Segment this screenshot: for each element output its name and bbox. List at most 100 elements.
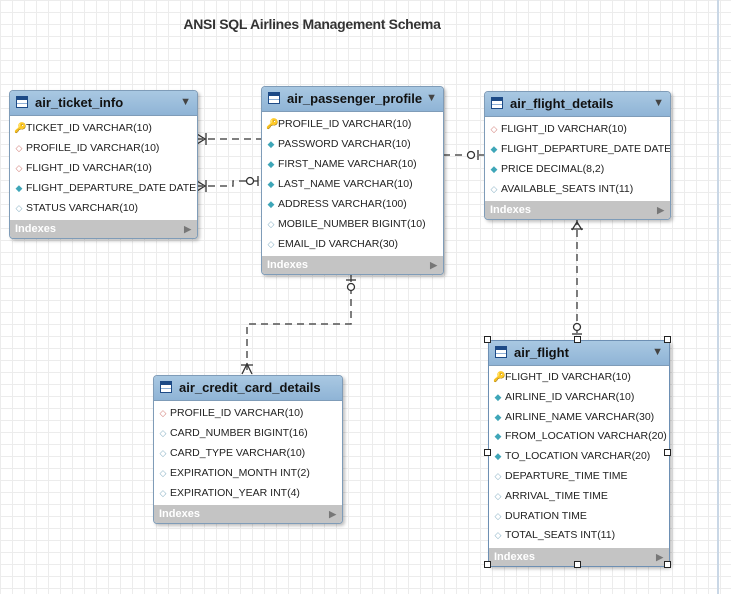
- rel-ticket-flightdetails-line: [196, 180, 261, 187]
- key-icon: 🔑: [14, 123, 27, 134]
- collapse-arrow-icon[interactable]: ▼: [426, 92, 437, 104]
- resize-handle-ne[interactable]: [664, 336, 671, 343]
- column-row[interactable]: ◇TOTAL_SEATS INT(11): [489, 526, 669, 546]
- column-row[interactable]: ◇CARD_TYPE VARCHAR(10): [154, 443, 342, 463]
- column-row[interactable]: ◇PROFILE_ID VARCHAR(10): [10, 138, 197, 158]
- column-row[interactable]: ◇FLIGHT_ID VARCHAR(10): [485, 119, 670, 139]
- resize-handle-e[interactable]: [664, 449, 671, 456]
- nullable-icon: ◇: [159, 488, 167, 498]
- expand-triangle-icon[interactable]: ▶: [329, 509, 336, 519]
- table-icon: [160, 381, 172, 393]
- column-row[interactable]: ◆LAST_NAME VARCHAR(10): [262, 174, 443, 194]
- entity-header[interactable]: air_credit_card_details: [154, 376, 342, 401]
- expand-triangle-icon[interactable]: ▶: [430, 260, 437, 270]
- nullable-icon: ◇: [490, 184, 498, 194]
- expand-triangle-icon[interactable]: ▶: [656, 552, 663, 563]
- column-row[interactable]: ◇DURATION TIME: [489, 507, 669, 527]
- resize-handle-nw[interactable]: [484, 336, 491, 343]
- indexes-section[interactable]: Indexes▶: [485, 201, 670, 219]
- not-null-icon: ◆: [267, 199, 275, 209]
- collapse-arrow-icon[interactable]: ▼: [180, 96, 191, 108]
- not-null-icon: ◆: [267, 179, 275, 189]
- entity-air-flight-details[interactable]: air_flight_details ▼ ◇FLIGHT_ID VARCHAR(…: [484, 91, 671, 220]
- collapse-arrow-icon[interactable]: ▼: [652, 346, 663, 358]
- not-null-icon: ◆: [494, 391, 502, 402]
- column-row[interactable]: ◆AIRLINE_ID VARCHAR(10): [489, 388, 669, 408]
- nullable-icon: ◇: [267, 239, 275, 249]
- column-row[interactable]: ◇FLIGHT_ID VARCHAR(10): [10, 158, 197, 178]
- indexes-section[interactable]: Indexes▶: [262, 256, 443, 274]
- column-row[interactable]: ◇STATUS VARCHAR(10): [10, 198, 197, 218]
- entity-air-credit-card-details[interactable]: air_credit_card_details ◇PROFILE_ID VARC…: [153, 375, 343, 524]
- resize-handle-sw[interactable]: [484, 561, 491, 568]
- entity-name: air_flight_details: [510, 96, 614, 111]
- column-row[interactable]: ◆FROM_LOCATION VARCHAR(20): [489, 427, 669, 447]
- column-row[interactable]: ◆FLIGHT_DEPARTURE_DATE DATE: [485, 139, 670, 159]
- column-row[interactable]: ◇EMAIL_ID VARCHAR(30): [262, 234, 443, 254]
- entity-air-flight[interactable]: air_flight ▼ 🔑FLIGHT_ID VARCHAR(10) ◆AIR…: [488, 340, 670, 568]
- entity-air-ticket-info[interactable]: air_ticket_info ▼ 🔑TICKET_ID VARCHAR(10)…: [9, 90, 198, 239]
- key-icon: 🔑: [493, 372, 506, 383]
- column-row[interactable]: 🔑TICKET_ID VARCHAR(10): [10, 118, 197, 138]
- optional-marker-flight: [572, 322, 582, 332]
- column-row[interactable]: ◆PASSWORD VARCHAR(10): [262, 134, 443, 154]
- entity-header[interactable]: air_ticket_info ▼: [10, 91, 197, 116]
- not-null-icon: ◆: [490, 164, 498, 174]
- column-row[interactable]: ◆FLIGHT_DEPARTURE_DATE DATE: [10, 178, 197, 198]
- indexes-section[interactable]: Indexes▶: [154, 505, 342, 523]
- expand-triangle-icon[interactable]: ▶: [657, 205, 664, 215]
- entity-name: air_passenger_profile: [287, 91, 423, 106]
- nullable-icon: ◇: [494, 510, 502, 521]
- column-row[interactable]: ◇DEPARTURE_TIME TIME: [489, 467, 669, 487]
- nullable-icon: ◇: [159, 468, 167, 478]
- crowfoot-creditcard: [241, 362, 253, 375]
- column-row[interactable]: ◇CARD_NUMBER BIGINT(16): [154, 423, 342, 443]
- entity-name: air_credit_card_details: [179, 380, 321, 395]
- table-icon: [16, 96, 28, 108]
- entity-header[interactable]: air_flight ▼: [489, 341, 669, 366]
- column-row[interactable]: ◇AVAILABLE_SEATS INT(11): [485, 179, 670, 199]
- not-null-icon: ◆: [494, 431, 502, 442]
- optional-marker-ticket-profile: [245, 176, 255, 186]
- resize-handle-n[interactable]: [574, 336, 581, 343]
- diagram-title: ANSI SQL Airlines Management Schema: [183, 16, 441, 32]
- not-null-icon: ◆: [490, 144, 498, 154]
- column-row[interactable]: 🔑FLIGHT_ID VARCHAR(10): [489, 368, 669, 388]
- column-row[interactable]: ◆FIRST_NAME VARCHAR(10): [262, 154, 443, 174]
- foreign-key-icon: ◇: [490, 124, 498, 134]
- column-row[interactable]: ◇MOBILE_NUMBER BIGINT(10): [262, 214, 443, 234]
- not-null-icon: ◆: [494, 411, 502, 422]
- nullable-icon: ◇: [494, 470, 502, 481]
- nullable-icon: ◇: [494, 490, 502, 501]
- nullable-icon: ◇: [494, 530, 502, 541]
- expand-triangle-icon[interactable]: ▶: [184, 224, 191, 234]
- resize-handle-se[interactable]: [664, 561, 671, 568]
- not-null-icon: ◆: [15, 183, 23, 193]
- column-row[interactable]: ◇EXPIRATION_MONTH INT(2): [154, 463, 342, 483]
- nullable-icon: ◇: [159, 428, 167, 438]
- not-null-icon: ◆: [267, 159, 275, 169]
- resize-handle-w[interactable]: [484, 449, 491, 456]
- indexes-section[interactable]: Indexes▶: [489, 548, 669, 567]
- table-icon: [491, 97, 503, 109]
- column-row[interactable]: ◇EXPIRATION_YEAR INT(4): [154, 483, 342, 503]
- indexes-section[interactable]: Indexes▶: [10, 220, 197, 238]
- key-icon: 🔑: [266, 119, 279, 130]
- column-row[interactable]: ◇ARRIVAL_TIME TIME: [489, 487, 669, 507]
- column-row[interactable]: ◆ADDRESS VARCHAR(100): [262, 194, 443, 214]
- resize-handle-s[interactable]: [574, 561, 581, 568]
- column-row[interactable]: ◆AIRLINE_NAME VARCHAR(30): [489, 408, 669, 428]
- entity-header[interactable]: air_flight_details ▼: [485, 92, 670, 117]
- column-row[interactable]: ◆TO_LOCATION VARCHAR(20): [489, 447, 669, 467]
- column-row[interactable]: ◇PROFILE_ID VARCHAR(10): [154, 403, 342, 423]
- crowfoot-ticket-profile: [196, 133, 207, 145]
- crowfoot-flightdetails: [571, 220, 583, 231]
- foreign-key-icon: ◇: [15, 143, 23, 153]
- entity-air-passenger-profile[interactable]: air_passenger_profile ▼ 🔑PROFILE_ID VARC…: [261, 86, 444, 275]
- foreign-key-icon: ◇: [159, 408, 167, 418]
- column-row[interactable]: ◆PRICE DECIMAL(8,2): [485, 159, 670, 179]
- column-row[interactable]: 🔑PROFILE_ID VARCHAR(10): [262, 114, 443, 134]
- collapse-arrow-icon[interactable]: ▼: [653, 97, 664, 109]
- entity-header[interactable]: air_passenger_profile ▼: [262, 87, 443, 112]
